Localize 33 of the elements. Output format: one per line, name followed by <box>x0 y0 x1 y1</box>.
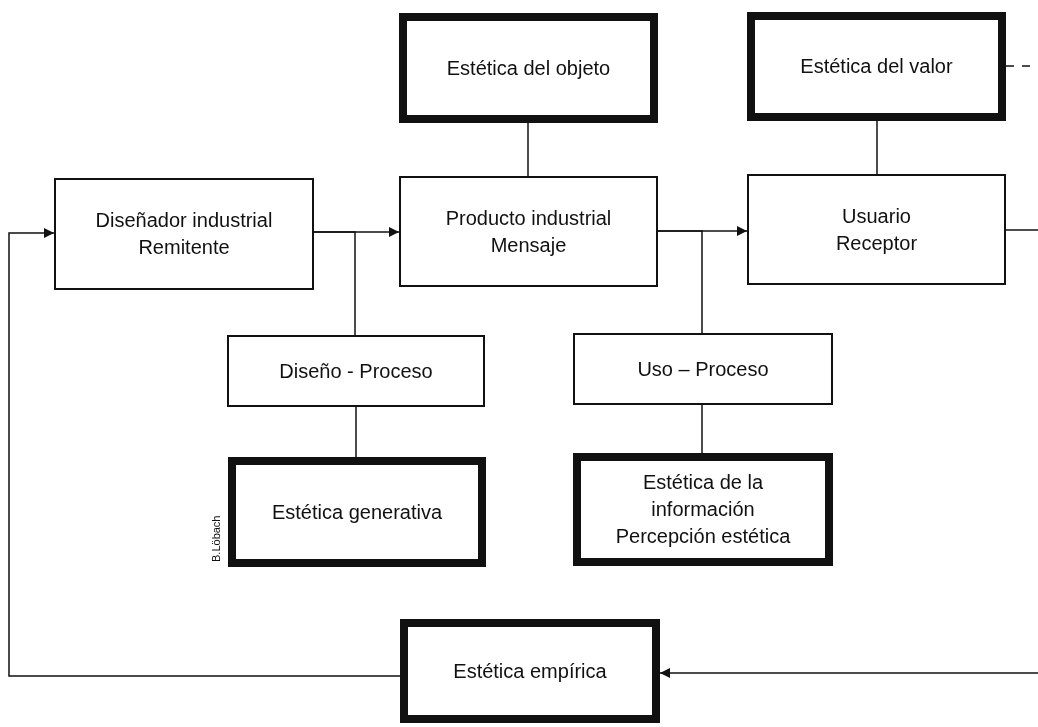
aesthetics-box <box>228 457 486 567</box>
node-text: Remitente <box>138 235 230 260</box>
node-text: Diseñador industrial <box>95 208 273 233</box>
connector-line <box>876 120 878 175</box>
connector-line <box>657 230 703 334</box>
aesthetics-box <box>399 13 658 123</box>
arrow <box>8 228 401 677</box>
node-text: Uso – Proceso <box>637 356 769 382</box>
connector-line <box>701 404 703 454</box>
connector-line <box>355 406 357 458</box>
node-text: Estética empírica <box>453 658 607 684</box>
node-text: Estética generativa <box>271 499 443 525</box>
node-text: Usuario <box>842 203 911 229</box>
node-text: Diseño - Proceso <box>279 358 433 384</box>
node-text: Mensaje <box>490 232 567 258</box>
connector-line <box>1005 229 1038 231</box>
process-box <box>54 178 314 290</box>
process-box <box>399 176 658 287</box>
connector-line <box>527 122 529 177</box>
process-box <box>573 333 833 405</box>
process-box <box>227 335 485 407</box>
node-text: Estética del objeto <box>446 55 611 81</box>
node-text: Producto industrial <box>445 205 612 231</box>
arrow <box>659 668 1038 678</box>
node-text: Percepción estética <box>615 524 791 549</box>
connector-line <box>313 231 356 336</box>
node-text: Estética del valor <box>800 54 953 79</box>
node-text: Receptor <box>835 230 918 256</box>
aesthetics-box <box>747 12 1006 121</box>
aesthetics-box <box>573 453 833 566</box>
node-text: Estética de la información <box>641 470 765 522</box>
process-box <box>747 174 1006 285</box>
aesthetics-box <box>400 619 660 723</box>
